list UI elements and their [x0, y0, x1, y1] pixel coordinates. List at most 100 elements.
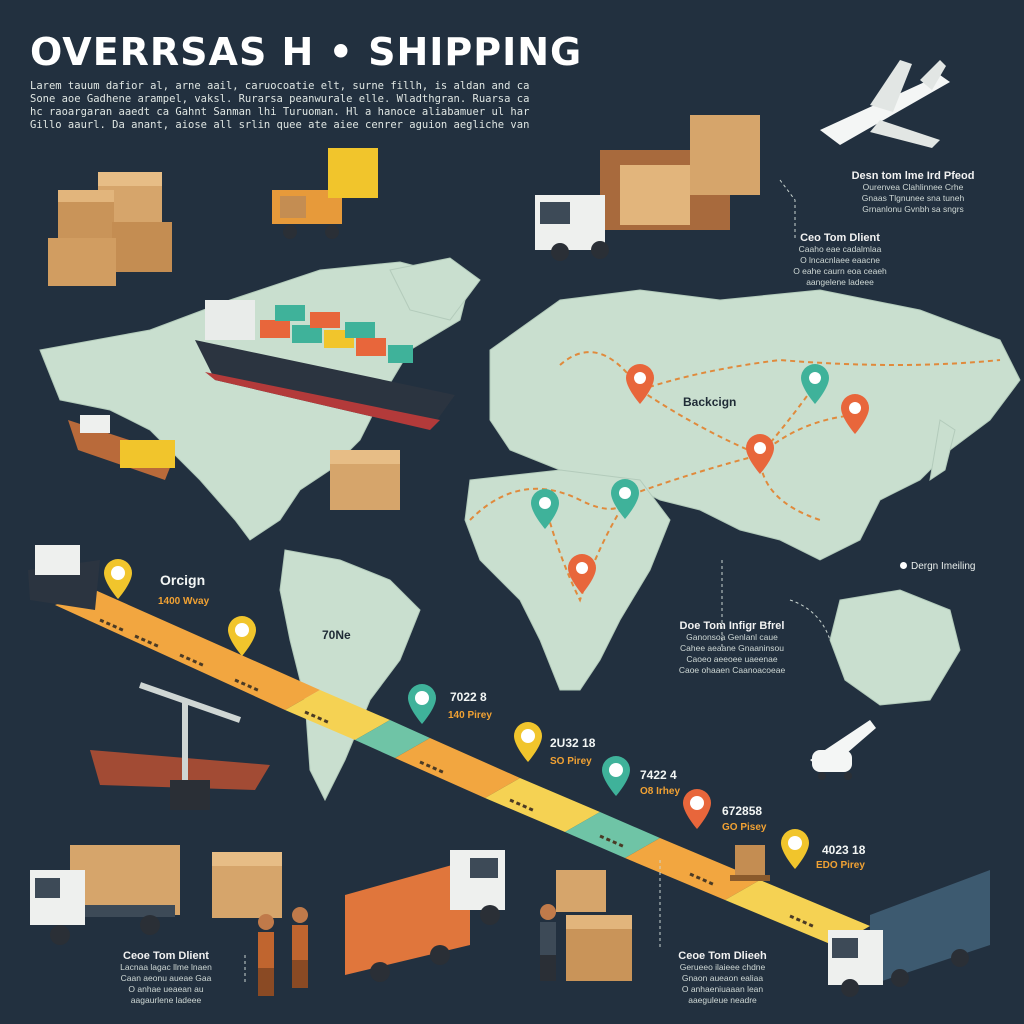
dash-mark	[99, 618, 126, 633]
truck-icon	[535, 115, 760, 261]
map-region-label: Backcign	[683, 395, 737, 409]
map-pin-icon[interactable]	[683, 789, 711, 829]
timeline-stop-code: 7422 4	[640, 768, 677, 782]
cargo-ship-icon	[195, 300, 455, 430]
box-icon	[330, 450, 400, 510]
dash-mark	[419, 760, 446, 775]
band-segment-orange-1	[55, 590, 320, 710]
timeline-stop-code: 672858	[722, 804, 763, 818]
south-america-shape	[279, 549, 421, 802]
callout-line: Caoe ohaaen Caanoacoeae	[678, 665, 786, 675]
dash-mark	[789, 914, 816, 929]
band-segment-teal-1	[355, 720, 430, 758]
callout-line: Caaho eae cadalmlaa	[798, 244, 882, 254]
callout-center-right: Doe Tom Infigr Bfrel Ganonsoa Genlanl ca…	[662, 620, 802, 676]
worker-icon	[540, 904, 556, 981]
route-line-3	[544, 494, 631, 603]
callout-line: Gnaon aueaon ealiaa	[681, 973, 764, 983]
callout-line: Ganonsoa Genlanl caue	[686, 632, 778, 642]
dash-mark	[509, 798, 536, 813]
callout-heading: Doe Tom Infigr Bfrel	[679, 620, 785, 632]
map-pin-icon[interactable]	[746, 434, 774, 474]
box-icon	[566, 915, 632, 981]
leader-lines	[244, 179, 831, 985]
band-segment-orange-2	[395, 738, 520, 798]
route-line-4	[559, 351, 1001, 392]
box-stack-bottom	[540, 870, 632, 981]
callout-line: O lncacnlaee eaacne	[800, 255, 880, 265]
page-title: OVERRSAS H • SHIPPING	[30, 30, 583, 74]
band-segment-orange-3	[625, 838, 760, 900]
timeline-pins	[104, 559, 809, 869]
callout-line: Caan aeonu aueae Gaa	[120, 973, 212, 983]
cargo-ship-icon	[28, 545, 100, 610]
dash-mark	[599, 834, 626, 849]
airplane-icon	[820, 60, 950, 148]
airplane-icon	[810, 720, 876, 780]
map-pin-icon[interactable]	[568, 554, 596, 594]
box-icon	[556, 870, 606, 912]
map-pin-icon[interactable]	[801, 364, 829, 404]
intro-line: Larem tauum dafior al, arne aail, caruoc…	[30, 80, 530, 92]
band-segment-yellow-2	[485, 778, 600, 832]
box-icon	[58, 190, 114, 242]
greenland-shape	[389, 257, 481, 321]
callout-line: aaeguleue neadre	[688, 995, 757, 1005]
callout-line: Gerueeo ilaieee chdne	[679, 962, 766, 972]
forklift-icon	[730, 845, 770, 881]
map-pin-icon	[900, 562, 907, 569]
timeline-stop-sub: 140 Pirey	[448, 710, 492, 721]
dash-mark	[179, 653, 206, 668]
midpoint-label: 70Ne	[322, 628, 351, 642]
timeline-stop-sub: O8 Irhey	[640, 786, 681, 797]
callout-right-marker: Dergn Imeiling	[900, 561, 975, 572]
callout-heading: Dergn Imeiling	[911, 561, 976, 572]
truck-icon	[345, 850, 505, 982]
map-pin-icon[interactable]	[781, 829, 809, 869]
callout-line: O anhae ueaean au	[128, 984, 204, 994]
callout-line: aagaurlene ladeee	[130, 995, 202, 1005]
intro-line: hc raoargaran aaedt ca Gahnt Sanman lhi …	[30, 106, 530, 118]
callout-line: Cahee aeaane Gnaaninsou	[680, 643, 784, 653]
callout-top-right-a: Desn tom lme Ird Pfeod Ourenvea Clahlinn…	[848, 170, 978, 215]
truck-icon	[828, 870, 990, 997]
map-pin-icon[interactable]	[228, 616, 256, 656]
map-pin-icon[interactable]	[611, 479, 639, 519]
callout-heading: Ceoe Tom Dlieeh	[678, 950, 767, 962]
intro-line: Gillo aaurl. Da anant, aiose all srlin q…	[30, 119, 530, 131]
timeline-stop-code: 4023 18	[822, 843, 866, 857]
box-stack-top-left	[48, 172, 172, 286]
map-pin-icon[interactable]	[531, 489, 559, 529]
map-pin-icon[interactable]	[104, 559, 132, 599]
dash-mark	[134, 634, 161, 649]
map-pin-icon[interactable]	[841, 394, 869, 434]
callout-heading: Desn tom lme Ird Pfeod	[851, 170, 975, 182]
intro-line: Sone aoe Gadhene arampel, vaksl. Rurarsa…	[30, 93, 530, 105]
map-pin-icon[interactable]	[626, 364, 654, 404]
callout-bottom-right: Ceoe Tom Dlieeh Gerueeo ilaieee chdne Gn…	[660, 950, 785, 1006]
callout-heading: Ceoe Tom Dlient	[123, 950, 209, 962]
callout-line: Caoeo aeeoee uaeenae	[686, 654, 778, 664]
callout-line: aangelene ladeee	[806, 277, 874, 287]
origin-sublabel: 1400 Wvay	[158, 596, 210, 607]
forklift-icon	[272, 148, 378, 239]
intro-paragraph: Larem tauum dafior al, arne aail, caruoc…	[30, 80, 530, 132]
band-segment-yellow-1	[285, 690, 390, 740]
map-pin-icon[interactable]	[408, 684, 436, 724]
map-pin-icon[interactable]	[602, 756, 630, 796]
band-segment-yellow-3	[725, 880, 870, 946]
worker-icon	[292, 907, 308, 988]
dash-mark	[234, 678, 261, 693]
callout-line: Ourenvea Clahlinnee Crhe	[862, 182, 964, 192]
callout-line: Gnaas Tlgnunee sna tuneh	[861, 193, 965, 203]
map-pin-icon[interactable]	[514, 722, 542, 762]
callout-heading: Ceo Tom Dlient	[800, 232, 880, 244]
timeline-stop-code: 2U32 18	[550, 736, 596, 750]
route-line-1	[469, 414, 856, 521]
leader-line	[779, 179, 796, 240]
band-segment-teal-2	[565, 812, 660, 858]
dash-mark	[304, 710, 331, 725]
timeline-stop-code: 7022 8	[450, 690, 487, 704]
